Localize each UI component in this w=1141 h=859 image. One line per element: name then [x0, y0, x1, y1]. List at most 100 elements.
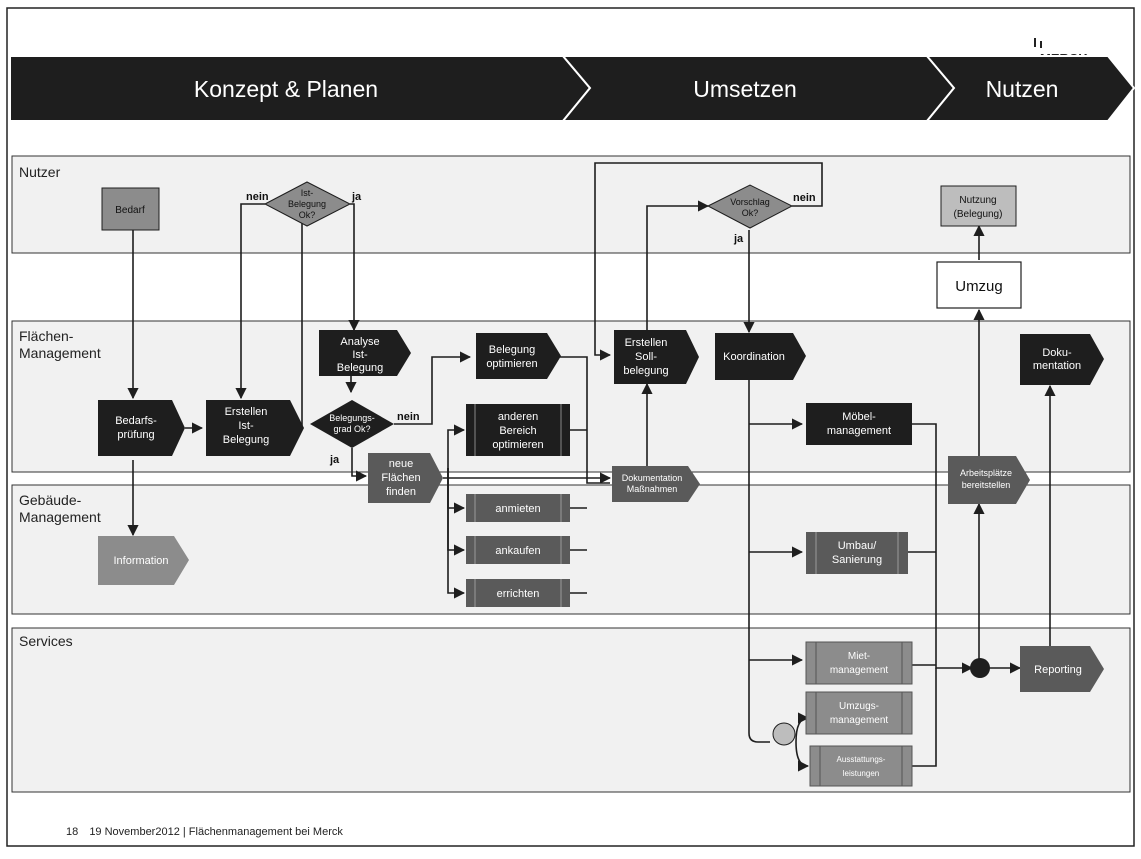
- node-belegungsgrad: Belegungs- grad Ok?: [310, 400, 394, 448]
- node-neue-flaechen-l2: Flächen: [381, 472, 420, 484]
- node-dokumentation-l1: Doku-: [1042, 347, 1072, 359]
- node-reporting: Reporting: [1020, 646, 1104, 692]
- node-erstellen-ist-l3: Belegung: [223, 434, 270, 446]
- node-arbeitsplaetze-l1: Arbeitsplätze: [960, 468, 1012, 478]
- node-neue-flaechen-l3: finden: [386, 486, 416, 498]
- node-erstellen-soll-l1: Erstellen: [625, 337, 668, 349]
- node-erstellen-soll-l2: Soll-: [635, 351, 657, 363]
- node-belegungsgrad-l1: Belegungs-: [329, 413, 375, 423]
- label-nein-vorschlag: nein: [793, 192, 816, 204]
- node-anmieten-label: anmieten: [495, 503, 540, 515]
- node-umzugs-l1: Umzugs-: [839, 701, 879, 712]
- node-neue-flaechen: neue Flächen finden: [368, 453, 443, 503]
- node-anderen-bereich-l1: anderen: [498, 411, 538, 423]
- phase-band: Konzept & Planen Umsetzen Nutzen: [9, 55, 1136, 122]
- lane-flaechen-label-1: Flächen-: [19, 328, 74, 344]
- phase-nutzen-label: Nutzen: [986, 76, 1059, 102]
- node-belegung-optimieren-l1: Belegung: [489, 344, 536, 356]
- node-doku-massnahmen-l1: Dokumentation: [622, 473, 683, 483]
- node-ist-belegung-ok-l3: Ok?: [299, 210, 316, 220]
- node-anderen-bereich-l2: Bereich: [499, 425, 536, 437]
- lane-services: [11, 627, 1131, 793]
- lane-flaechen-label-2: Management: [19, 345, 101, 361]
- node-nutzung: Nutzung (Belegung): [940, 185, 1017, 227]
- connectors: [127, 162, 1056, 772]
- node-analyse-l1: Analyse: [340, 336, 379, 348]
- node-ausstattung: Ausstattungs- leistungen: [809, 745, 913, 787]
- node-miet-l2: management: [830, 665, 889, 676]
- node-ist-belegung-ok-l2: Belegung: [288, 199, 326, 209]
- node-vorschlag-ok: Vorschlag Ok?: [706, 184, 794, 229]
- node-umbau-l1: Umbau/: [838, 540, 877, 552]
- slide-footer: 18 19 November2012 | Flächenmanagement b…: [66, 826, 351, 838]
- node-umzugs-l2: management: [830, 715, 889, 726]
- slide-frame: [6, 7, 1135, 847]
- node-belegungsgrad-l2: grad Ok?: [333, 424, 370, 434]
- node-ausstattung-l2: leistungen: [843, 769, 879, 778]
- node-umzugs: Umzugs- management: [805, 691, 913, 735]
- node-bedarfspruefung-l1: Bedarfs-: [115, 415, 157, 427]
- node-umbau-l2: Sanierung: [832, 554, 882, 566]
- node-moebel: Möbel- management: [806, 403, 912, 445]
- node-umzug-label: Umzug: [955, 278, 1003, 295]
- phase-konzept-label: Konzept & Planen: [194, 76, 378, 102]
- node-miet: Miet- management: [805, 641, 913, 685]
- node-erstellen-soll-l3: belegung: [623, 365, 668, 377]
- node-moebel-l2: management: [827, 425, 891, 437]
- node-doku-massnahmen: Dokumentation Maßnahmen: [612, 466, 700, 502]
- label-nein-grad: nein: [397, 411, 420, 423]
- node-bedarf-label: Bedarf: [115, 205, 145, 216]
- edge-labels: nein ja nein ja nein ja: [246, 191, 816, 466]
- node-nutzung-l2: (Belegung): [954, 209, 1003, 220]
- node-vorschlag-ok-l1: Vorschlag: [730, 197, 770, 207]
- node-dokumentation-l2: mentation: [1033, 360, 1081, 372]
- phase-umsetzen-label: Umsetzen: [693, 76, 797, 102]
- footer-text: 19 November2012 | Flächenmanagement bei …: [89, 826, 343, 838]
- node-information: Information: [98, 536, 189, 585]
- node-ausstattung-l1: Ausstattungs-: [837, 755, 886, 764]
- node-bedarfspruefung-l2: prüfung: [117, 429, 154, 441]
- node-ankaufen: ankaufen: [466, 536, 570, 564]
- lane-flaechen: [11, 320, 1131, 473]
- node-vorschlag-ok-l2: Ok?: [742, 208, 759, 218]
- node-koordination-label: Koordination: [723, 351, 785, 363]
- split-node: [772, 722, 796, 746]
- node-analyse-l3: Belegung: [337, 362, 384, 374]
- node-umzug: Umzug: [936, 261, 1022, 309]
- phase-nutzen: [924, 55, 1136, 122]
- node-erstellen-ist-l1: Erstellen: [225, 406, 268, 418]
- node-reporting-label: Reporting: [1034, 664, 1082, 676]
- node-arbeitsplaetze-l2: bereitstellen: [962, 480, 1011, 490]
- node-umbau: Umbau/ Sanierung: [806, 532, 908, 574]
- label-nein-ist: nein: [246, 191, 269, 203]
- node-analyse: Analyse Ist- Belegung: [319, 330, 411, 376]
- node-erstellen-soll: Erstellen Soll- belegung: [614, 330, 699, 384]
- merge-node: [970, 658, 990, 678]
- node-ist-belegung-ok-l1: Ist-: [301, 188, 314, 198]
- lane-gebaeude-label-2: Management: [19, 509, 101, 525]
- node-ist-belegung-ok: Ist- Belegung Ok?: [263, 181, 352, 227]
- node-erstellen-ist-l2: Ist-: [238, 420, 254, 432]
- lane-gebaeude-label-1: Gebäude-: [19, 492, 82, 508]
- node-belegung-optimieren-l2: optimieren: [486, 358, 537, 370]
- page-number: 18: [66, 826, 79, 838]
- node-nutzung-l1: Nutzung: [959, 195, 996, 206]
- node-belegung-optimieren: Belegung optimieren: [476, 333, 561, 379]
- node-arbeitsplaetze: Arbeitsplätze bereitstellen: [948, 456, 1030, 504]
- node-anderen-bereich-l3: optimieren: [492, 439, 543, 451]
- lane-nutzer-label: Nutzer: [19, 164, 61, 180]
- node-anmieten: anmieten: [466, 494, 570, 522]
- node-errichten-label: errichten: [497, 588, 540, 600]
- node-moebel-l1: Möbel-: [842, 411, 876, 423]
- label-ja-vorschlag: ja: [733, 233, 744, 245]
- node-bedarfspruefung: Bedarfs- prüfung: [98, 400, 185, 456]
- node-anderen-bereich: anderen Bereich optimieren: [466, 404, 570, 456]
- node-dokumentation: Doku- mentation: [1020, 334, 1104, 385]
- node-miet-l1: Miet-: [848, 651, 870, 662]
- label-ja-grad: ja: [329, 454, 340, 466]
- label-ja-ist: ja: [351, 191, 362, 203]
- node-erstellen-ist: Erstellen Ist- Belegung: [206, 400, 304, 456]
- node-errichten: errichten: [466, 579, 570, 607]
